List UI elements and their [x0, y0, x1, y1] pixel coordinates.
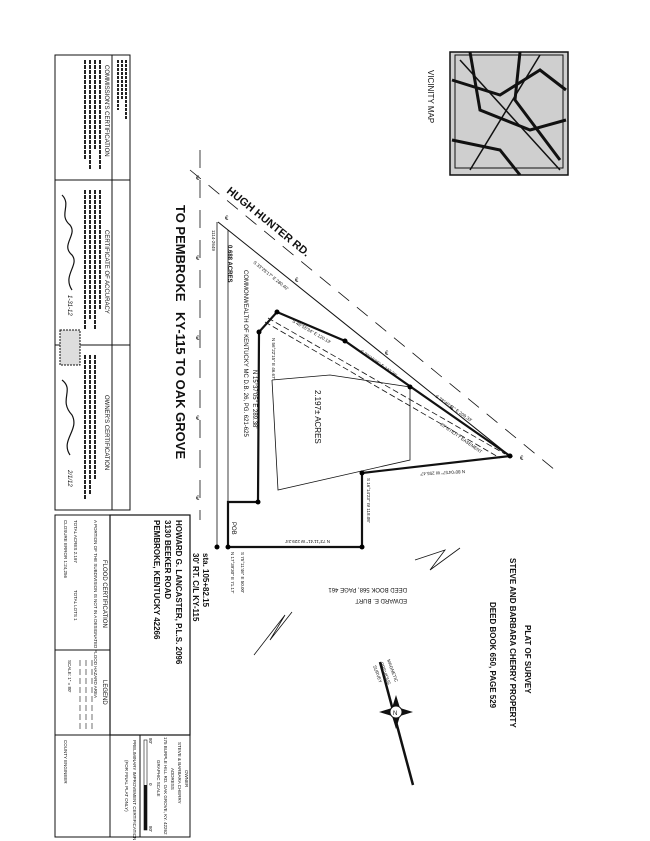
graphic-scale: 80' 0 80': [143, 738, 153, 832]
svg-text:0: 0: [148, 783, 153, 786]
svg-text:N 73°11'41" W 229.24': N 73°11'41" W 229.24': [285, 539, 330, 544]
owner-label: OWNER: [184, 770, 189, 788]
owner-signature: [61, 379, 75, 456]
prelim-cert-title: PRELIMINARY IMPROVEMENT CERTIFICATION: [132, 740, 137, 840]
north-arrow-icon: N: [378, 661, 415, 786]
svg-text:€: €: [385, 351, 389, 357]
svg-text:N 56°22'15" E 46.67': N 56°22'15" E 46.67': [271, 338, 276, 380]
boundary-calls: S 33°25'17" E 280.40' S 46°55'34" E 120.…: [230, 260, 483, 594]
svg-text:80': 80': [148, 826, 153, 832]
surveyor-name: HOWARD G. LANCASTER, P.L.S. 2096: [174, 520, 183, 665]
svg-text:N 80°04'57" W 255.47': N 80°04'57" W 255.47': [420, 469, 465, 476]
svg-text:N: N: [393, 711, 397, 717]
parcel-boundary: [214, 309, 514, 550]
break-line-icon: [414, 547, 461, 571]
neighbor-name: EDWARD E. BURT: [355, 597, 407, 603]
north-label-3: SURVEY: [372, 665, 383, 684]
graphic-scale-label: GRAPHIC SCALE: [156, 760, 161, 797]
total-acres: TOTAL ACRES 2.197: [73, 520, 78, 563]
surveyor-address-1: 3130 BEEKER ROAD: [163, 520, 172, 599]
break-line-icon: [253, 611, 293, 656]
vicinity-map: [449, 51, 569, 176]
highway-label: KY-115 TO OAK GROVE: [173, 312, 188, 459]
svg-text:€: €: [196, 176, 200, 182]
svg-text:20' UTILITY EASEMENT: 20' UTILITY EASEMENT: [439, 422, 483, 455]
surveyor-signature: [61, 194, 75, 291]
neighbor-deed: DEED BOOK 568, PAGE 461: [328, 586, 407, 592]
legend-title: LEGEND: [101, 680, 107, 705]
prelim-cert-sub: (FOR FINAL PLAT ONLY): [124, 760, 129, 812]
parcel-area: 2.197± ACRES: [313, 390, 322, 444]
owner-name: STEVE & BARBARA CHERRY: [177, 742, 182, 804]
svg-text:€: €: [520, 456, 524, 462]
svg-text:€: €: [225, 216, 229, 222]
svg-text:N 15°37'05" E 289.38': N 15°37'05" E 289.38': [251, 370, 257, 429]
property-name: STEVE AND BARBARA CHERRY PROPERTY: [508, 558, 517, 728]
closure-error: CLOSURE ERROR 1:24,256: [63, 520, 68, 579]
owner-cert-title: OWNER'S CERTIFICATION: [103, 395, 109, 470]
adjacent-id: 1114-2649: [211, 230, 216, 251]
title-block: [54, 514, 191, 838]
total-lots: TOTAL LOTS 1: [73, 590, 78, 621]
svg-text:S 75°11'46" E 50.00': S 75°11'46" E 50.00': [240, 552, 245, 593]
address-label: ADDRESS: [170, 768, 175, 790]
owner-address: 175 BURPLE HILL RD. OAK GROVE, KY. 42262: [163, 737, 168, 835]
county-engineer: COUNTY ENGINEER: [63, 740, 68, 784]
deed-reference: DEED BOOK 650, PAGE 529: [488, 602, 497, 709]
station-line2: 30' RT. C/L KY-115: [191, 553, 200, 622]
svg-text:N 17°39'30" E 71.17': N 17°39'30" E 71.17': [230, 552, 235, 594]
signature-date-2: 2/1/12: [66, 469, 72, 487]
signature-date-1: 1-31-12: [66, 295, 72, 316]
surveyor-address-2: PEMBROKE, KENTUCKY 42266: [152, 520, 161, 640]
vicinity-map-label: VICINITY MAP: [426, 70, 435, 123]
road-lines: [189, 150, 556, 547]
svg-text:€: €: [450, 406, 454, 412]
centerline-markers: € € € € € € € € € €: [196, 176, 524, 502]
certifications-block: [54, 54, 131, 511]
svg-text:€: €: [196, 256, 200, 262]
accuracy-cert-title: CERTIFICATE OF ACCURACY: [103, 230, 109, 314]
svg-text:80': 80': [148, 738, 153, 744]
flood-cert-text: A PORTION OF THE SUBDIVISION IS NOT IN A…: [93, 520, 98, 698]
legend-lines: [79, 660, 93, 730]
adjacent-area: 0.688 ACRES: [226, 245, 232, 282]
adjacent-owner: COMMONWEALTH OF KENTUCKY MC D.B. 26, PG.…: [242, 270, 248, 437]
svg-text:€: €: [196, 416, 200, 422]
svg-text:€: €: [295, 278, 299, 284]
pob-label: POB: [230, 522, 236, 535]
scale-label: SCALE: 1" = 80': [67, 660, 72, 692]
commission-cert-title: COMMISSION'S CERTIFICATION: [103, 65, 109, 157]
road-name: HUGH HUNTER RD.: [224, 185, 312, 259]
svg-text:€: €: [196, 496, 200, 502]
svg-text:€: €: [196, 336, 200, 342]
to-pembroke-label: TO PEMBROKE: [173, 205, 188, 302]
plat-title: PLAT OF SURVEY: [523, 625, 532, 694]
station-line1: sta. 105+82.15: [201, 553, 210, 608]
flood-cert-title: FLOOD CERTIFICATION: [101, 560, 107, 628]
svg-text:S 16°14'23" W 118.08': S 16°14'23" W 118.08': [366, 478, 371, 523]
